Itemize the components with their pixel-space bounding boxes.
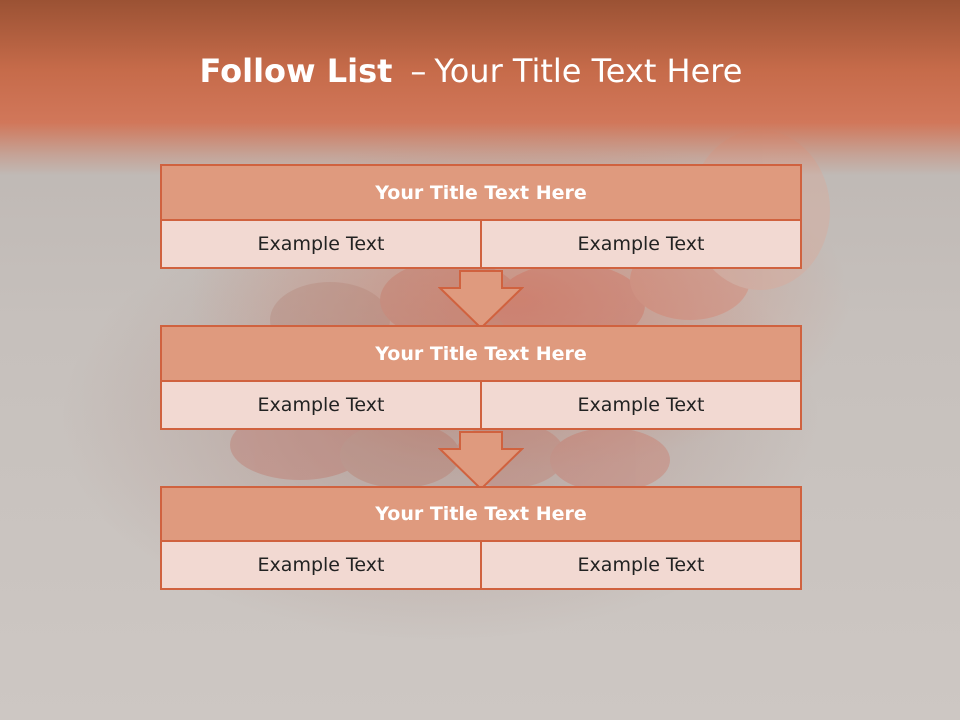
down-arrow-icon xyxy=(438,270,524,330)
title-banner xyxy=(0,0,960,175)
list-block-1: Your Title Text Here Example Text Exampl… xyxy=(160,164,802,269)
slide-title: Follow List–Your Title Text Here xyxy=(0,52,942,90)
block-cell-right: Example Text xyxy=(480,219,802,269)
block-cell-right: Example Text xyxy=(480,540,802,590)
block-title: Your Title Text Here xyxy=(160,164,802,221)
list-block-3: Your Title Text Here Example Text Exampl… xyxy=(160,486,802,590)
block-cell-left: Example Text xyxy=(160,219,482,269)
block-row: Example Text Example Text xyxy=(160,380,802,430)
block-cell-left: Example Text xyxy=(160,380,482,430)
slide-title-rest: Your Title Text Here xyxy=(434,52,743,90)
block-cell-right: Example Text xyxy=(480,380,802,430)
block-title: Your Title Text Here xyxy=(160,486,802,542)
block-row: Example Text Example Text xyxy=(160,219,802,269)
list-block-2: Your Title Text Here Example Text Exampl… xyxy=(160,325,802,430)
slide-title-bold: Follow List xyxy=(199,52,393,90)
slide-title-separator: – xyxy=(410,52,427,90)
block-title: Your Title Text Here xyxy=(160,325,802,382)
down-arrow-icon xyxy=(438,431,524,491)
block-cell-left: Example Text xyxy=(160,540,482,590)
block-row: Example Text Example Text xyxy=(160,540,802,590)
